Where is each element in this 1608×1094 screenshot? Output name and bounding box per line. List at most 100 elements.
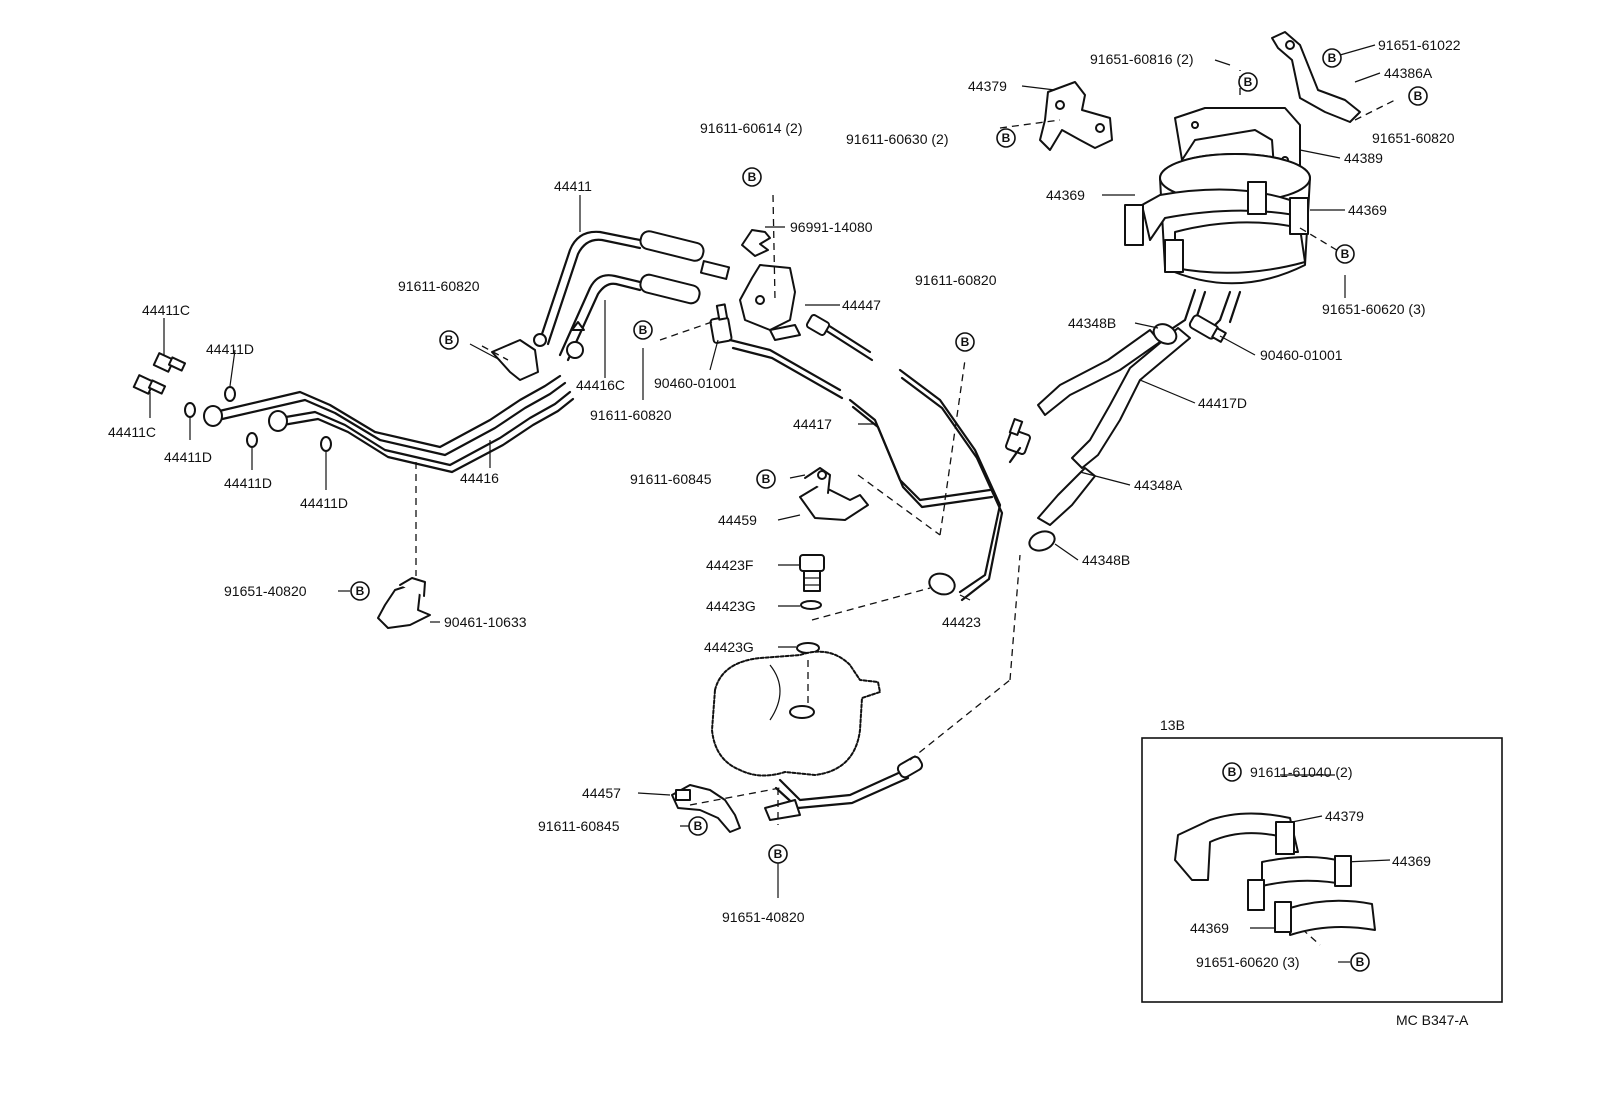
label-91611-60820-a: 91611-60820 [398,278,480,294]
bolt-symbol-91651-60620-a: B [1335,244,1355,264]
svg-text:B: B [762,472,771,486]
steering-gear-housing [711,650,881,777]
bolt-symbol-markers: B B B B B B B B B B B B B B B [350,48,1428,972]
union-90460-center [709,303,733,344]
label-44417D: 44417D [1198,395,1247,411]
label-44348B-lower: 44348B [1082,552,1130,568]
label-90460-01001-right: 90460-01001 [1260,347,1343,363]
bracket-44457 [671,784,741,833]
label-inset-44369-left: 44369 [1190,920,1229,936]
svg-text:B: B [1228,765,1237,779]
bolt-symbol-91611-60820-a: B [439,330,459,350]
bolt-symbol-91651-40820-b: B [768,844,788,864]
return-tube-lower [764,755,924,821]
bolt-symbol-91651-60620-b: B [1350,952,1370,972]
label-44369-right: 44369 [1348,202,1387,218]
bolt-symbol-91651-60820: B [1408,86,1428,106]
clip-96991 [741,229,771,257]
label-inset-91611-61040: 91611-61040 (2) [1250,764,1352,780]
label-44389: 44389 [1344,150,1383,166]
label-91651-40820-b: 91651-40820 [722,909,805,925]
svg-text:B: B [639,323,648,337]
svg-text:B: B [1002,131,1011,145]
label-91651-60820: 91651-60820 [1372,130,1455,146]
label-44423: 44423 [942,614,981,630]
inset-title: 13B [1160,717,1185,733]
svg-text:B: B [1244,75,1253,89]
gasket-44423G [796,600,822,654]
svg-text:B: B [1328,51,1337,65]
hose-clamp-44348B [1028,323,1178,552]
label-91651-40820-a: 91651-40820 [224,583,307,599]
label-91611-60845-b: 91611-60845 [538,818,620,834]
svg-text:B: B [356,584,365,598]
label-inset-91651-60620: 91651-60620 (3) [1196,954,1300,970]
bolt-symbol-91611-61040: B [1222,762,1242,782]
label-44423G-lower: 44423G [704,639,754,655]
svg-text:B: B [774,847,783,861]
bolt-symbol-91611-60845-b: B [688,816,708,836]
union-bolt-44423F [799,554,825,592]
drawing-code: MC B347-A [1396,1012,1469,1028]
label-91611-60630: 91611-60630 (2) [846,131,948,147]
label-90460-01001-center: 90460-01001 [654,375,737,391]
pressure-tube-44416 [203,374,575,474]
hose-44416C [639,230,731,305]
label-44457: 44457 [582,785,621,801]
label-44423G-upper: 44423G [706,598,756,614]
band-44369-lower [1164,197,1309,274]
label-44411D-2: 44411D [164,449,212,465]
union-eye-44423 [928,572,956,596]
bolt-symbol-91611-60820-b: B [633,320,653,340]
svg-text:B: B [1356,955,1365,969]
label-91651-61022: 91651-61022 [1378,37,1461,53]
label-44379-main: 44379 [968,78,1007,94]
hose-44417D [1071,314,1227,469]
svg-text:B: B [694,819,703,833]
label-44411: 44411 [554,178,592,194]
bolt-symbol-91651-61022: B [1322,48,1342,68]
union-90460-right [1005,418,1031,464]
washers [184,386,332,452]
label-90461-10633: 90461-10633 [444,614,527,630]
label-44417: 44417 [793,416,832,432]
bolt-symbol-91611-60614: B [742,167,762,187]
bracket-44379-main [1039,81,1113,151]
label-44369-left: 44369 [1046,187,1085,203]
tube-clamp-bracket [491,321,585,381]
union-fitting-lower [132,374,167,395]
clamp-bracket-90461 [377,577,431,629]
label-44386A: 44386A [1384,65,1433,81]
svg-text:B: B [748,170,757,184]
union-fitting-upper [152,352,187,373]
label-91611-60845-a: 91611-60845 [630,471,712,487]
label-inset-44379: 44379 [1325,808,1364,824]
bolt-symbol-91611-60630: B [996,128,1016,148]
label-44423F: 44423F [706,557,753,573]
bolt-symbol-91651-40820-a: B [350,581,370,601]
label-91651-60816: 91651-60816 (2) [1090,51,1194,67]
bracket-44459 [799,467,869,521]
label-91611-60614: 91611-60614 (2) [700,120,802,136]
bracket-44447 [739,264,801,341]
label-44411C-upper: 44411C [142,302,190,318]
bolt-symbol-91651-60816: B [1238,72,1258,92]
label-44411D-3: 44411D [224,475,272,491]
band-44369-upper [1124,181,1296,246]
svg-text:B: B [1414,89,1423,103]
svg-text:B: B [1341,247,1350,261]
label-91611-60820-c: 91611-60820 [915,272,997,288]
svg-text:B: B [445,333,454,347]
label-44348B-upper: 44348B [1068,315,1116,331]
label-44416: 44416 [460,470,499,486]
stay-44386A [1271,31,1361,123]
label-44459: 44459 [718,512,757,528]
leader-lines [149,44,1391,963]
label-44411D-4: 44411D [300,495,348,511]
bolt-symbol-91611-60845-a: B [756,469,776,489]
label-44416C: 44416C [576,377,625,393]
tube-44417 [728,314,1004,602]
label-91611-60820-b: 91611-60820 [590,407,672,423]
tube-44411 [538,230,642,362]
